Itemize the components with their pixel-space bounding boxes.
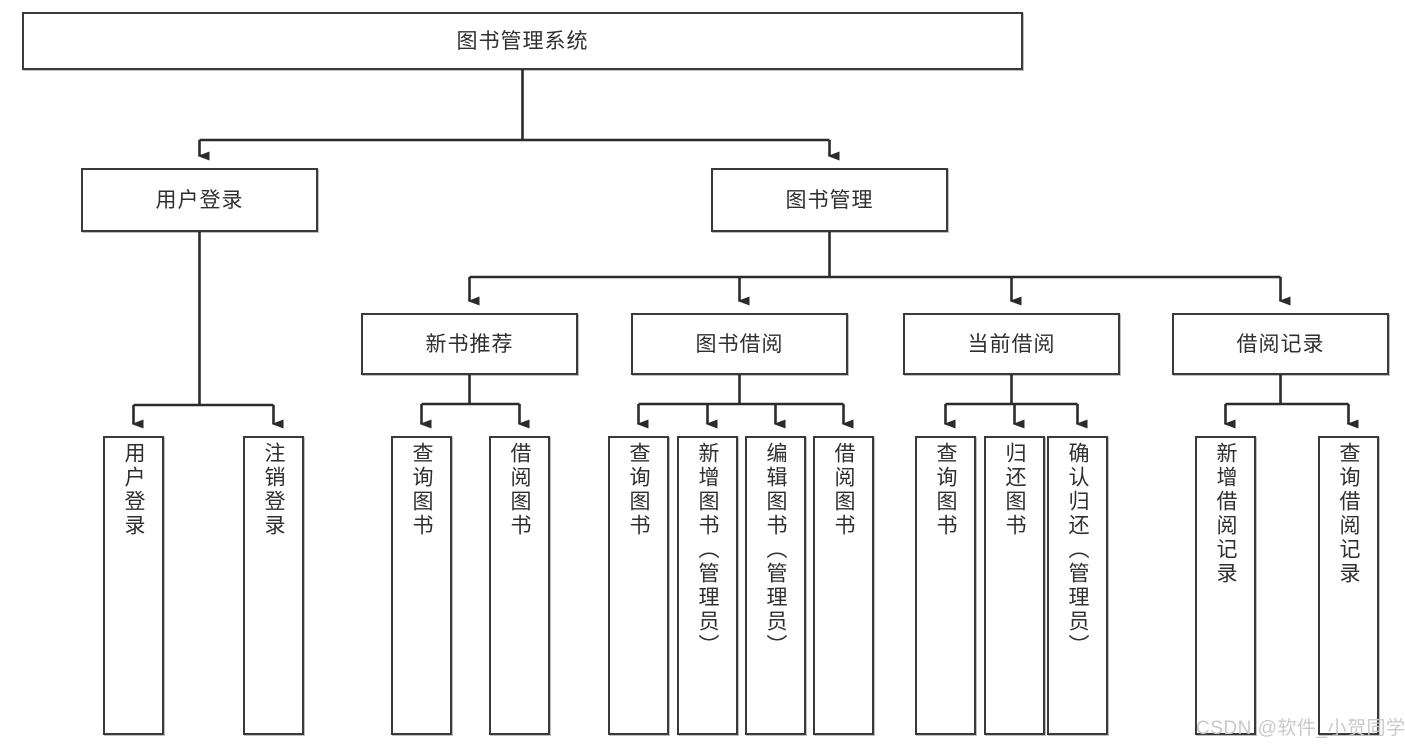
node-label: 借阅图书: [508, 442, 531, 538]
node-borrow-record[interactable]: 借阅记录: [1172, 313, 1389, 375]
node-book-manage[interactable]: 图书管理: [711, 168, 948, 232]
node-leaf-borrow-book-1[interactable]: 借阅图书: [489, 436, 550, 735]
node-leaf-query-book-1[interactable]: 查询图书: [391, 436, 452, 735]
node-label: 查询图书: [934, 442, 957, 538]
node-leaf-return-book[interactable]: 归还图书: [984, 436, 1045, 735]
node-leaf-query-book-2[interactable]: 查询图书: [608, 436, 669, 735]
node-label: 借阅图书: [832, 442, 855, 538]
node-leaf-query-record[interactable]: 查询借阅记录: [1318, 436, 1379, 735]
node-leaf-logout[interactable]: 注销登录: [243, 436, 304, 735]
node-leaf-query-book-3[interactable]: 查询图书: [915, 436, 976, 735]
node-new-book-recommend[interactable]: 新书推荐: [361, 313, 578, 375]
node-label: 注销登录: [262, 442, 285, 538]
node-label: 新增借阅记录: [1214, 442, 1237, 586]
node-label: 用户登录: [122, 442, 145, 538]
node-label: 借阅记录: [1236, 332, 1325, 356]
node-root-system[interactable]: 图书管理系统: [22, 12, 1023, 70]
node-leaf-borrow-book-2[interactable]: 借阅图书: [813, 436, 874, 735]
node-label: 图书借阅: [695, 332, 784, 356]
node-label: 新增图书（管理员）: [696, 442, 719, 658]
node-label: 新书推荐: [425, 332, 514, 356]
node-label: 查询图书: [627, 442, 650, 538]
node-leaf-user-login[interactable]: 用户登录: [103, 436, 164, 735]
node-label: 图书管理系统: [456, 29, 589, 53]
node-user-login[interactable]: 用户登录: [81, 168, 318, 232]
node-label: 查询借阅记录: [1337, 442, 1360, 586]
node-leaf-edit-book[interactable]: 编辑图书（管理员）: [745, 436, 806, 735]
node-leaf-add-book[interactable]: 新增图书（管理员）: [677, 436, 738, 735]
node-book-borrow[interactable]: 图书借阅: [631, 313, 848, 375]
node-label: 归还图书: [1003, 442, 1026, 538]
node-label: 当前借阅: [967, 332, 1056, 356]
node-label: 编辑图书（管理员）: [764, 442, 787, 658]
node-leaf-confirm-return[interactable]: 确认归还（管理员）: [1047, 436, 1108, 735]
node-label: 确认归还（管理员）: [1066, 442, 1089, 658]
node-label: 图书管理: [785, 188, 874, 212]
node-leaf-add-record[interactable]: 新增借阅记录: [1195, 436, 1256, 735]
node-current-borrow[interactable]: 当前借阅: [903, 313, 1120, 375]
node-label: 用户登录: [155, 188, 244, 212]
node-label: 查询图书: [410, 442, 433, 538]
